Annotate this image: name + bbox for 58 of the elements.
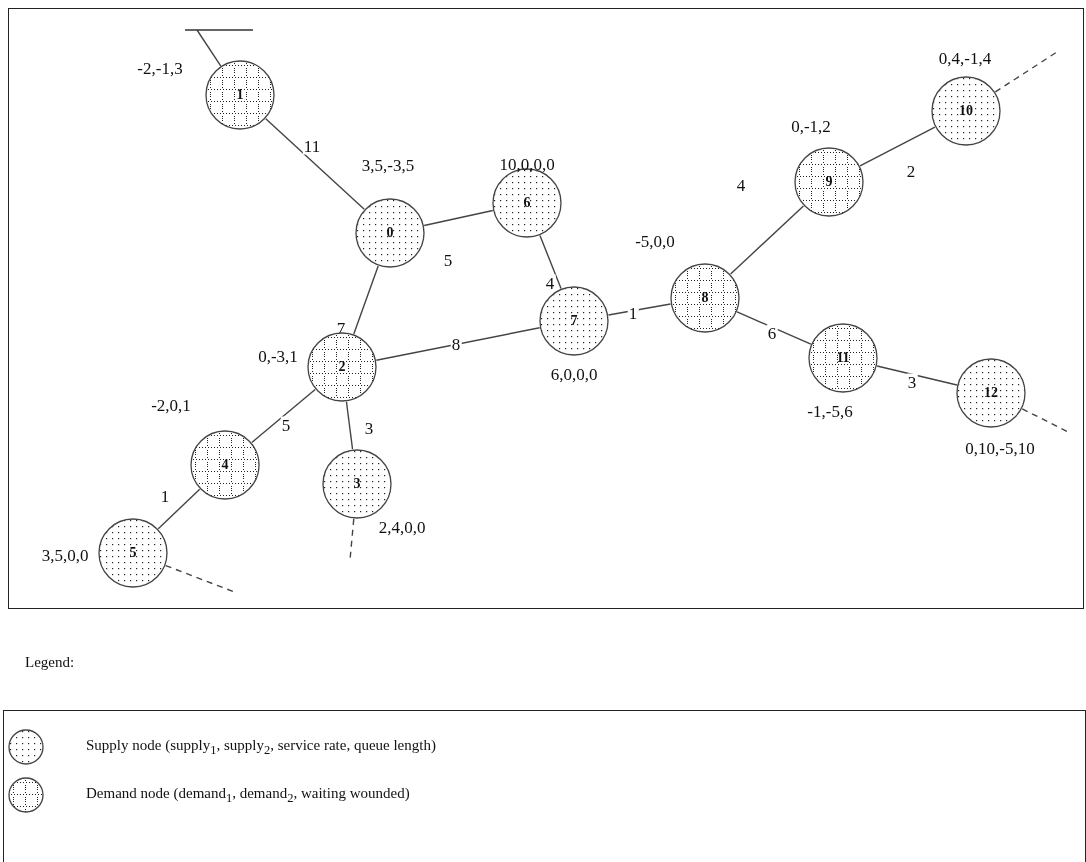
node-number: 11	[836, 351, 850, 365]
node-values: -2,0,1	[151, 396, 191, 414]
legend-text: Supply node (supply$_{1}$, supply$_{2}$, service rate, queue length)	[86, 736, 436, 758]
node-values: 0,4,-1,4	[938, 49, 992, 67]
edge-label: 5	[280, 416, 292, 434]
legend-title: Legend:	[25, 654, 75, 671]
link-line	[729, 205, 805, 275]
node-values: -5,0,0	[635, 232, 675, 250]
link-line	[157, 488, 201, 530]
node-values: -2,-1,3	[137, 59, 183, 77]
demand-node	[670, 263, 740, 333]
legend-text: Demand node (demand$_{1}$, demand$_{2}$, waiting wounded)	[86, 784, 410, 806]
edge-label: 3	[906, 373, 918, 391]
link-line	[184, 29, 254, 67]
node-values: 0,10,-5,10	[965, 439, 1035, 457]
node-values: 6,0,0,0	[550, 365, 598, 383]
node-number: 4	[221, 458, 229, 472]
node-number: 0	[386, 226, 394, 240]
node-values: 0,-1,2	[791, 117, 831, 135]
node-number: 3	[353, 477, 361, 491]
node-values: -1,-5,6	[807, 402, 853, 420]
node-number: 8	[701, 291, 709, 305]
node-values: 3,5,0,0	[41, 546, 89, 564]
link-line	[345, 401, 354, 450]
node-number: 2	[338, 360, 346, 374]
link-line	[251, 388, 316, 444]
node-number: 10	[959, 104, 973, 118]
link-line	[607, 303, 672, 316]
supply-node	[355, 198, 425, 268]
node-values: 3,5,-3,5	[361, 156, 415, 174]
link-line	[353, 265, 379, 335]
node-number: 5	[129, 546, 137, 560]
node-number: 1	[236, 88, 244, 102]
demand-node	[307, 332, 377, 402]
node-number: 12	[984, 386, 998, 400]
link-line	[859, 126, 936, 167]
node-values: 10,0,0,0	[499, 155, 555, 173]
node-values: 2,4,0,0	[378, 518, 426, 536]
demand-node	[190, 430, 260, 500]
link-line	[539, 234, 562, 290]
node-number: 9	[825, 175, 833, 189]
demand-node	[794, 147, 864, 217]
demand-node	[205, 60, 275, 130]
link-line	[736, 311, 812, 345]
edge-label: 6	[766, 324, 778, 342]
supply-node	[322, 449, 392, 519]
supply-node	[956, 358, 1026, 428]
link-line	[423, 209, 494, 227]
supply-node	[98, 518, 168, 588]
node-number: 7	[570, 314, 578, 328]
supply-node	[931, 76, 1001, 146]
node-values: 0,-3,1	[258, 347, 298, 365]
link-line	[375, 327, 541, 361]
node-number: 6	[523, 196, 531, 210]
link-line	[876, 365, 958, 386]
demand-node	[808, 323, 878, 393]
link-line	[265, 118, 365, 210]
dashed-line	[349, 518, 355, 561]
